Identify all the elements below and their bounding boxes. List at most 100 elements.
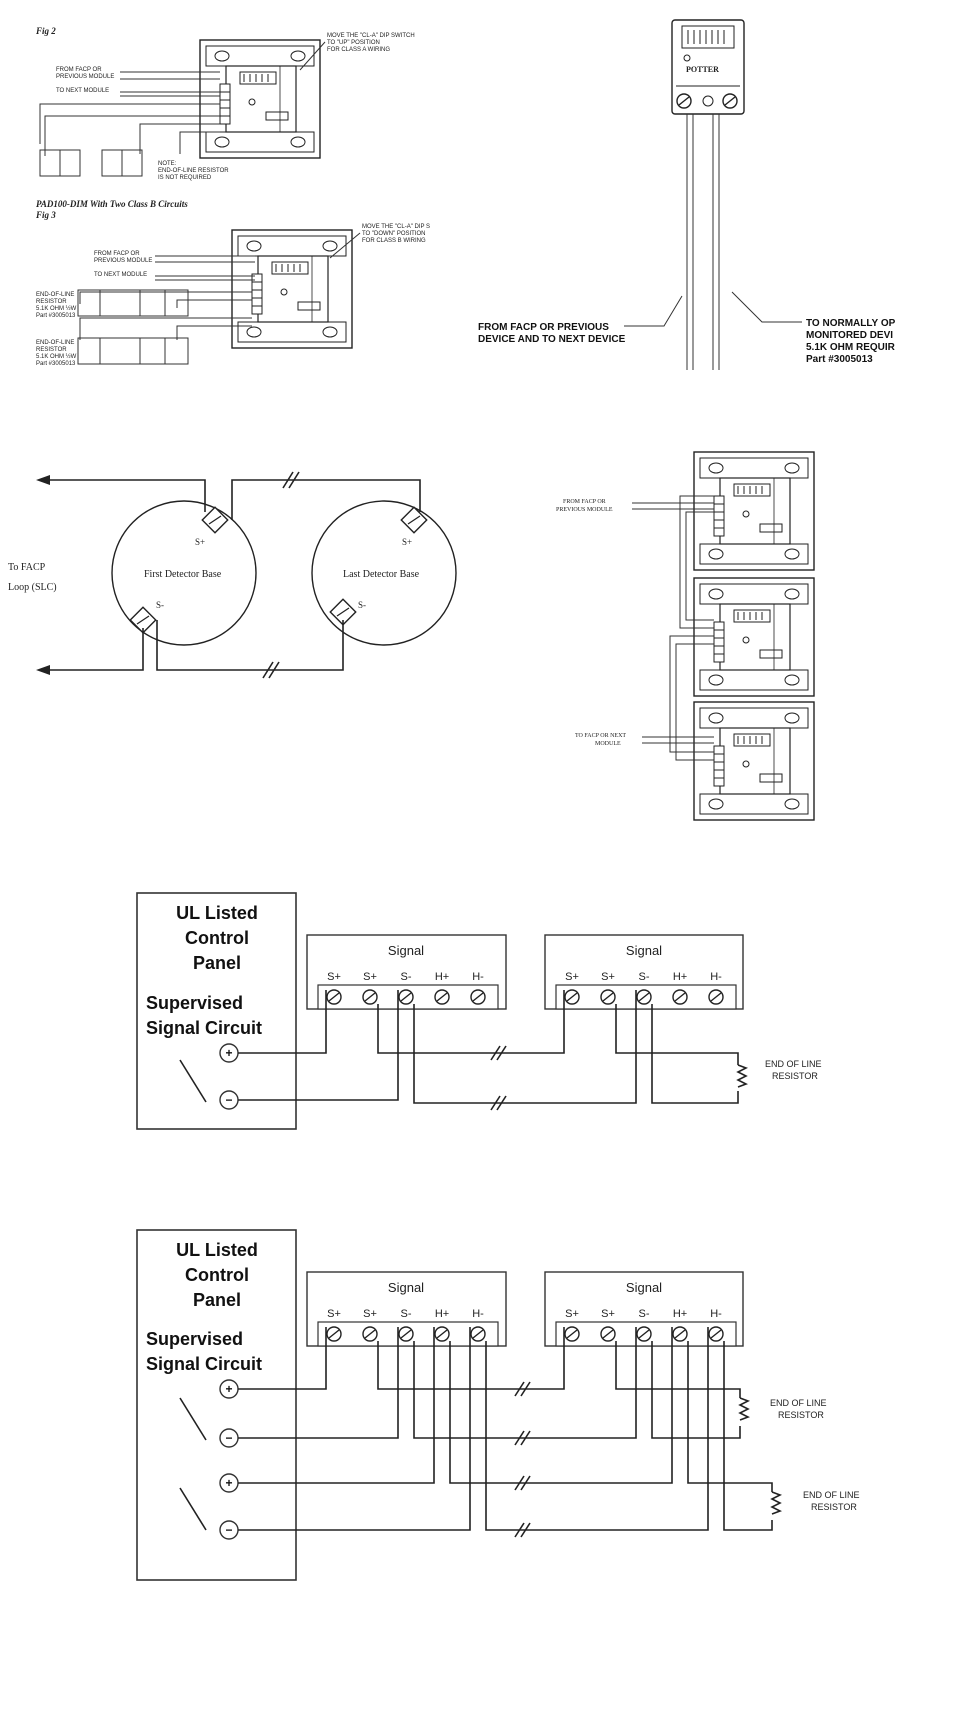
sig1-b2-t3: S- bbox=[639, 971, 650, 983]
signal-circuit-1-diagram: UL Listed Control Panel Supervised Signa… bbox=[136, 892, 822, 1130]
stack-module-2 bbox=[693, 577, 815, 697]
stack-module-1 bbox=[693, 451, 815, 571]
sig1-b2-t5: H- bbox=[710, 971, 722, 983]
sig2-panel-1: UL Listed bbox=[176, 1240, 258, 1260]
fig3-dip-note-2: TO "DOWN" POSITION bbox=[362, 231, 425, 237]
svg-text:+: + bbox=[225, 1046, 232, 1060]
sig1-box1-title: Signal bbox=[388, 943, 424, 958]
sig1-b2-t2: S+ bbox=[601, 971, 615, 983]
sig2-panel-3: Panel bbox=[193, 1290, 241, 1310]
first-detector-base-label: First Detector Base bbox=[144, 569, 222, 580]
fig3-eol2-3: 5.1K OHM ½W bbox=[36, 353, 77, 360]
fig2-from-facp-2: PREVIOUS MODULE bbox=[56, 74, 114, 80]
fig2-dip-note-1: MOVE THE "CL-A" DIP SWITCH bbox=[327, 33, 415, 39]
sig1-circuit-2: Signal Circuit bbox=[146, 1018, 262, 1038]
fig2-to-next: TO NEXT MODULE bbox=[56, 88, 109, 94]
pigtail-brand: POTTER bbox=[686, 65, 719, 74]
sig2-circuit-2: Signal Circuit bbox=[146, 1354, 262, 1374]
sig2-panel-2: Control bbox=[185, 1265, 249, 1285]
fig2-from-facp-1: FROM FACP OR bbox=[56, 67, 102, 73]
pigtail-screw-right bbox=[722, 93, 738, 109]
sig1-eol-2: RESISTOR bbox=[772, 1071, 818, 1081]
sig1-circuit-1: Supervised bbox=[146, 993, 243, 1013]
fig3-dip-note-3: FOR CLASS B WIRING bbox=[362, 238, 426, 244]
stack-from-label-1: FROM FACP OR bbox=[563, 499, 606, 505]
sig2-box1-title: Signal bbox=[388, 1280, 424, 1295]
sig2-box2-title: Signal bbox=[626, 1280, 662, 1295]
fig3-from-facp-2: PREVIOUS MODULE bbox=[94, 258, 152, 264]
fig3-eol2-4: Part #3005013 bbox=[36, 361, 76, 367]
fig2-note-3: IS NOT REQUIRED bbox=[158, 175, 212, 181]
fig3-from-facp-1: FROM FACP OR bbox=[94, 251, 140, 257]
sig2-eol2-1: END OF LINE bbox=[803, 1490, 860, 1500]
sig2-b2-t1: S+ bbox=[565, 1308, 579, 1320]
fig3-diagram: PAD100-DIM With Two Class B Circuits Fig… bbox=[35, 199, 430, 367]
sig1-panel-1: UL Listed bbox=[176, 903, 258, 923]
last-detector-base-label: Last Detector Base bbox=[343, 569, 420, 580]
facp-label-1: To FACP bbox=[8, 562, 46, 573]
stacked-modules-diagram: FROM FACP OR PREVIOUS MODULE TO FACP OR … bbox=[556, 451, 815, 821]
sig1-box2-title: Signal bbox=[626, 943, 662, 958]
svg-text:−: − bbox=[225, 1093, 232, 1107]
sig2-b1-t5: H- bbox=[472, 1308, 484, 1320]
stack-from-label-2: PREVIOUS MODULE bbox=[556, 507, 613, 513]
pigtail-module-diagram: POTTER FROM FACP OR PREVIOUS DEVICE AND … bbox=[478, 19, 896, 370]
fig3-module bbox=[231, 229, 353, 349]
stack-to-label-1: TO FACP OR NEXT bbox=[575, 733, 626, 739]
fig3-eol1-4: Part #3005013 bbox=[36, 313, 76, 319]
sig2-b1-t2: S+ bbox=[363, 1308, 377, 1320]
pigtail-left-label-1: FROM FACP OR PREVIOUS bbox=[478, 322, 609, 333]
sig1-panel-3: Panel bbox=[193, 953, 241, 973]
detector-bases-diagram: S+ S+ S- S- First Detector Base Last Det… bbox=[8, 471, 457, 679]
sig2-b2-t5: H- bbox=[710, 1308, 722, 1320]
sig1-panel-2: Control bbox=[185, 928, 249, 948]
pigtail-left-label-2: DEVICE AND TO NEXT DEVICE bbox=[478, 334, 626, 345]
fig2-note-2: END-OF-LINE RESISTOR bbox=[158, 168, 229, 174]
fig3-label: Fig 3 bbox=[35, 210, 56, 220]
pigtail-screw-left bbox=[676, 93, 692, 109]
pigtail-right-label-1: TO NORMALLY OP bbox=[806, 318, 896, 329]
fig2-diagram: Fig 2 MOVE THE "CL-A" DIP SWITCH TO "UP"… bbox=[35, 26, 415, 181]
fig3-eol1-2: RESISTOR bbox=[36, 299, 67, 305]
sig1-b1-t1: S+ bbox=[327, 971, 341, 983]
stack-module-3 bbox=[693, 701, 815, 821]
svg-text:−: − bbox=[225, 1431, 232, 1445]
fig2-dip-note-3: FOR CLASS A WIRING bbox=[327, 47, 390, 53]
sig2-b2-t3: S- bbox=[639, 1308, 650, 1320]
sig1-b1-t3: S- bbox=[401, 971, 412, 983]
pigtail-right-label-4: Part #3005013 bbox=[806, 354, 873, 365]
sig1-b2-t1: S+ bbox=[565, 971, 579, 983]
svg-text:+: + bbox=[225, 1476, 232, 1490]
sig1-b1-t2: S+ bbox=[363, 971, 377, 983]
fig3-eol2-1: END-OF-LINE bbox=[36, 340, 74, 346]
stack-to-label-2: MODULE bbox=[595, 741, 621, 747]
fig3-eol1-3: 5.1K OHM ½W bbox=[36, 305, 77, 312]
signal-circuit-2-diagram: UL Listed Control Panel Supervised Signa… bbox=[136, 1229, 860, 1581]
pigtail-right-label-2: MONITORED DEVI bbox=[806, 330, 893, 341]
detector-last-s-plus: S+ bbox=[402, 537, 412, 547]
fig3-dip-note-1: MOVE THE "CL-A" DIP S bbox=[362, 224, 430, 230]
pigtail-right-label-3: 5.1K OHM REQUIR bbox=[806, 342, 896, 353]
sig2-b1-t1: S+ bbox=[327, 1308, 341, 1320]
sig2-b1-t4: H+ bbox=[435, 1308, 449, 1320]
fig2-dip-note-2: TO "UP" POSITION bbox=[327, 40, 380, 46]
sig2-b2-t2: S+ bbox=[601, 1308, 615, 1320]
fig2-note-1: NOTE: bbox=[158, 161, 177, 167]
svg-text:+: + bbox=[225, 1382, 232, 1396]
fig3-title: PAD100-DIM With Two Class B Circuits bbox=[36, 199, 188, 209]
fig2-label: Fig 2 bbox=[35, 26, 56, 36]
fig2-module bbox=[199, 39, 321, 159]
sig2-eol1-2: RESISTOR bbox=[778, 1410, 824, 1420]
fig3-eol1-1: END-OF-LINE bbox=[36, 292, 74, 298]
detector-last-s-minus: S- bbox=[358, 600, 366, 610]
detector-first-s-plus: S+ bbox=[195, 537, 205, 547]
sig1-b1-t4: H+ bbox=[435, 971, 449, 983]
sig2-eol1-1: END OF LINE bbox=[770, 1398, 827, 1408]
sig1-eol-1: END OF LINE bbox=[765, 1059, 822, 1069]
fig3-to-next: TO NEXT MODULE bbox=[94, 272, 147, 278]
sig2-eol2-2: RESISTOR bbox=[811, 1502, 857, 1512]
sig1-b1-t5: H- bbox=[472, 971, 484, 983]
detector-first-s-minus: S- bbox=[156, 600, 164, 610]
sig2-b2-t4: H+ bbox=[673, 1308, 687, 1320]
